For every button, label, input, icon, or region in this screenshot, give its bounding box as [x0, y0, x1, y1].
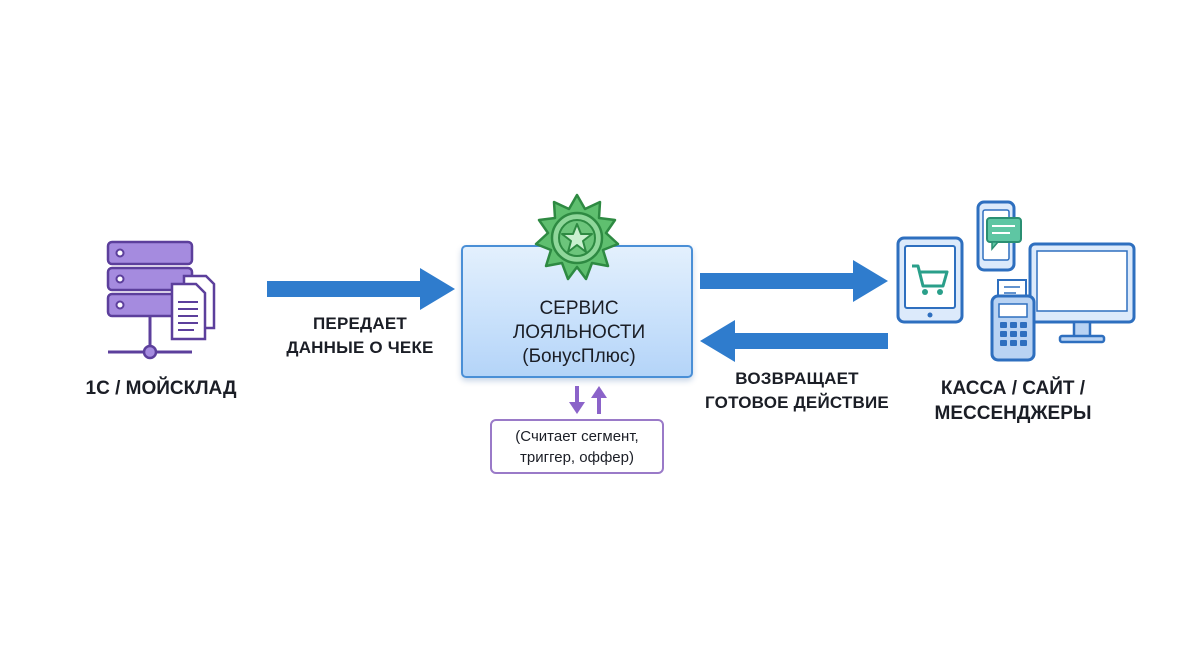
note-line-2: триггер, оффер) — [520, 449, 634, 466]
up-down-arrows-icon — [569, 386, 607, 414]
phone-chat-icon — [976, 200, 1022, 272]
tablet-cart-icon — [896, 236, 964, 324]
target-label-line-1: КАССА / САЙТ / — [940, 378, 1086, 399]
server-with-documents-icon — [106, 240, 216, 360]
send-caption-line-2: ДАННЫЕ О ЧЕКЕ — [286, 338, 434, 357]
loyalty-service-box: СЕРВИС ЛОЯЛЬНОСТИ (БонусПлюс) — [461, 245, 693, 378]
service-title-line-3: (БонусПлюс) — [522, 346, 636, 367]
calculation-note: (Считает сегмент, триггер, оффер) — [490, 419, 664, 474]
return-arrow — [700, 320, 888, 362]
service-title-line-1: СЕРВИС — [539, 298, 619, 319]
output-arrow — [700, 260, 888, 302]
star-badge-icon — [534, 193, 620, 281]
source-label-text: 1С / МОЙСКЛАД — [85, 378, 237, 399]
service-title: СЕРВИС ЛОЯЛЬНОСТИ (БонусПлюс) — [463, 297, 695, 369]
send-caption-line-1: ПЕРЕДАЕТ — [313, 314, 407, 333]
return-caption-line-2: ГОТОВОЕ ДЕЙСТВИЕ — [705, 393, 889, 412]
send-arrow — [267, 268, 455, 310]
monitor-icon — [1028, 242, 1136, 344]
send-caption: ПЕРЕДАЕТ ДАННЫЕ О ЧЕКЕ — [260, 312, 460, 360]
service-title-line-2: ЛОЯЛЬНОСТИ — [512, 322, 646, 343]
source-label: 1С / МОЙСКЛАД — [56, 376, 266, 401]
target-label-line-2: МЕССЕНДЖЕРЫ — [934, 403, 1092, 424]
target-label: КАССА / САЙТ / МЕССЕНДЖЕРЫ — [898, 376, 1128, 426]
return-caption: ВОЗВРАЩАЕТ ГОТОВОЕ ДЕЙСТВИЕ — [692, 367, 902, 415]
devices-icon — [896, 200, 1136, 362]
pos-terminal-icon — [990, 279, 1036, 362]
note-line-1: (Считает сегмент, — [515, 428, 639, 445]
return-caption-line-1: ВОЗВРАЩАЕТ — [735, 369, 859, 388]
